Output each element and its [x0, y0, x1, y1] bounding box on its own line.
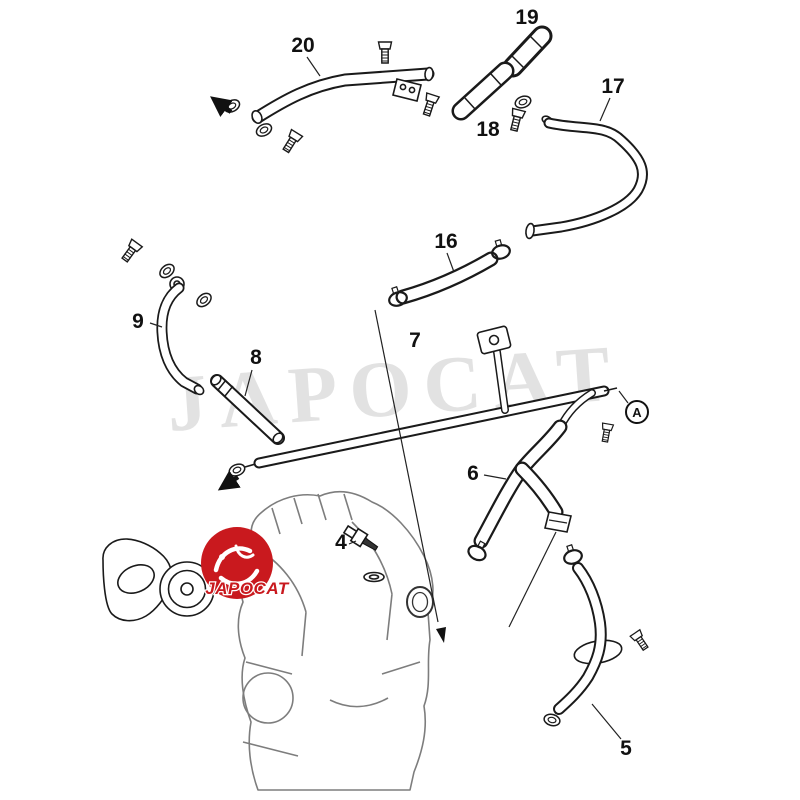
part-label-6: 6 — [467, 462, 479, 485]
part-label-19: 19 — [515, 6, 538, 29]
part-8-tube — [210, 374, 285, 445]
part-19-hose — [502, 25, 553, 78]
part-6-hose — [473, 419, 568, 549]
part-17-pipe — [525, 115, 648, 240]
part-label-9: 9 — [132, 310, 144, 333]
part-18-hose — [451, 61, 515, 121]
part-labels: 20 19 18 17 16 9 8 7 6 4 5 — [132, 6, 632, 760]
bolt-icon — [419, 92, 440, 118]
pipe-bracket — [392, 78, 422, 102]
japocat-logo: JAPOCAT — [201, 527, 291, 599]
part-16-hose — [395, 251, 499, 305]
part-label-5: 5 — [620, 737, 632, 760]
detail-marker-label: A — [632, 405, 642, 420]
leader-lines — [149, 56, 629, 740]
thermostat-housing — [102, 538, 215, 622]
part-5-pipe — [544, 511, 623, 715]
part-label-17: 17 — [601, 75, 624, 98]
part-20-pipe — [251, 66, 435, 124]
engine-block — [237, 490, 434, 791]
bolt-icon — [118, 238, 143, 265]
part-4-sensor — [342, 524, 385, 583]
direction-arrow-icon — [217, 470, 241, 491]
bolt-icon — [279, 128, 304, 155]
part-label-7: 7 — [409, 329, 421, 352]
part-label-4: 4 — [335, 531, 347, 554]
washer-icon — [512, 93, 534, 111]
part-label-8: 8 — [250, 346, 262, 369]
washer-icon — [253, 120, 275, 140]
bolt-icon — [598, 422, 615, 444]
logo-cat-icon — [213, 544, 260, 587]
logo-text: JAPOCAT — [205, 579, 290, 598]
washer-icon — [193, 289, 215, 311]
detail-marker-a: A — [625, 400, 649, 424]
direction-arrows — [210, 96, 241, 491]
part-label-20: 20 — [291, 34, 314, 57]
bolt-icon — [629, 629, 652, 653]
pointer-arrowhead — [436, 627, 446, 643]
part-label-18: 18 — [476, 118, 500, 141]
part-9-pipe — [156, 276, 205, 396]
part-7-pipe-assembly — [244, 325, 618, 469]
bolt-icon — [377, 41, 393, 64]
part-label-16: 16 — [434, 230, 457, 253]
logo-circle — [201, 527, 273, 599]
direction-arrow-icon — [210, 96, 233, 117]
bolt-icon — [506, 107, 527, 133]
